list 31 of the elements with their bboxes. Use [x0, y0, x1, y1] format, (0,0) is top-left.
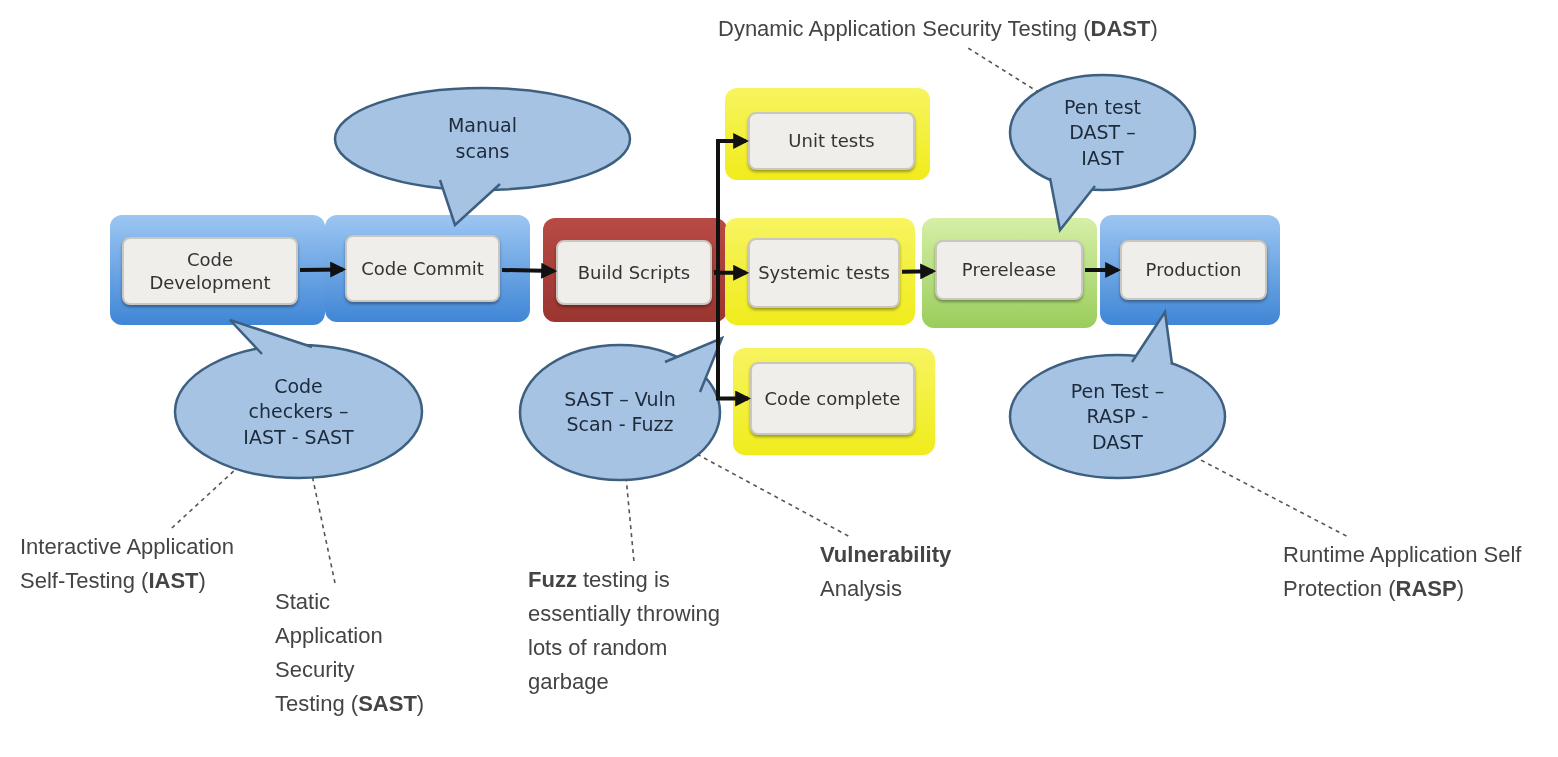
callout-text: Vulnerability Analysis	[820, 538, 1010, 607]
process-box: Code Development	[122, 237, 298, 305]
callout-text: Runtime Application Self Protection (RASP)	[1283, 538, 1548, 607]
leader-line	[625, 479, 635, 562]
process-box: Code Commit	[345, 235, 500, 302]
leader-line	[171, 468, 237, 529]
bubble-text: SAST – Vuln Scan - Fuzz	[563, 386, 677, 438]
process-box: Systemic tests	[748, 238, 900, 308]
leader-line	[697, 453, 850, 537]
process-box: Build Scripts	[556, 240, 712, 305]
callout-text: Static Application Security Testing (SAST)	[275, 585, 425, 722]
process-box: Prerelease	[935, 240, 1083, 300]
arrow	[713, 269, 752, 407]
arrow	[714, 264, 750, 281]
process-box: Code complete	[750, 362, 915, 435]
callout-text: Dynamic Application Security Testing (DAST)	[718, 12, 1158, 47]
bubble-text: Pen test DAST – IAST	[1062, 94, 1142, 171]
arrow	[1085, 262, 1122, 278]
arrow	[501, 262, 558, 279]
process-box: Unit tests	[748, 112, 915, 170]
callout-text: Fuzz testing is essentially throwing lots of random garbage	[528, 563, 753, 700]
process-box: Production	[1120, 240, 1267, 300]
leader-line	[1196, 457, 1348, 537]
leader-line	[311, 476, 336, 584]
arrow	[901, 263, 937, 280]
bubble-text: Manual scans	[446, 113, 518, 164]
leader-line	[967, 47, 1039, 93]
arrow	[299, 261, 347, 278]
bubble-text: Code checkers – IAST - SAST	[242, 373, 355, 450]
bubble-text: Pen Test – RASP - DAST	[1069, 378, 1166, 455]
callout-text: Interactive Application Self-Testing (IAST)	[20, 530, 245, 599]
